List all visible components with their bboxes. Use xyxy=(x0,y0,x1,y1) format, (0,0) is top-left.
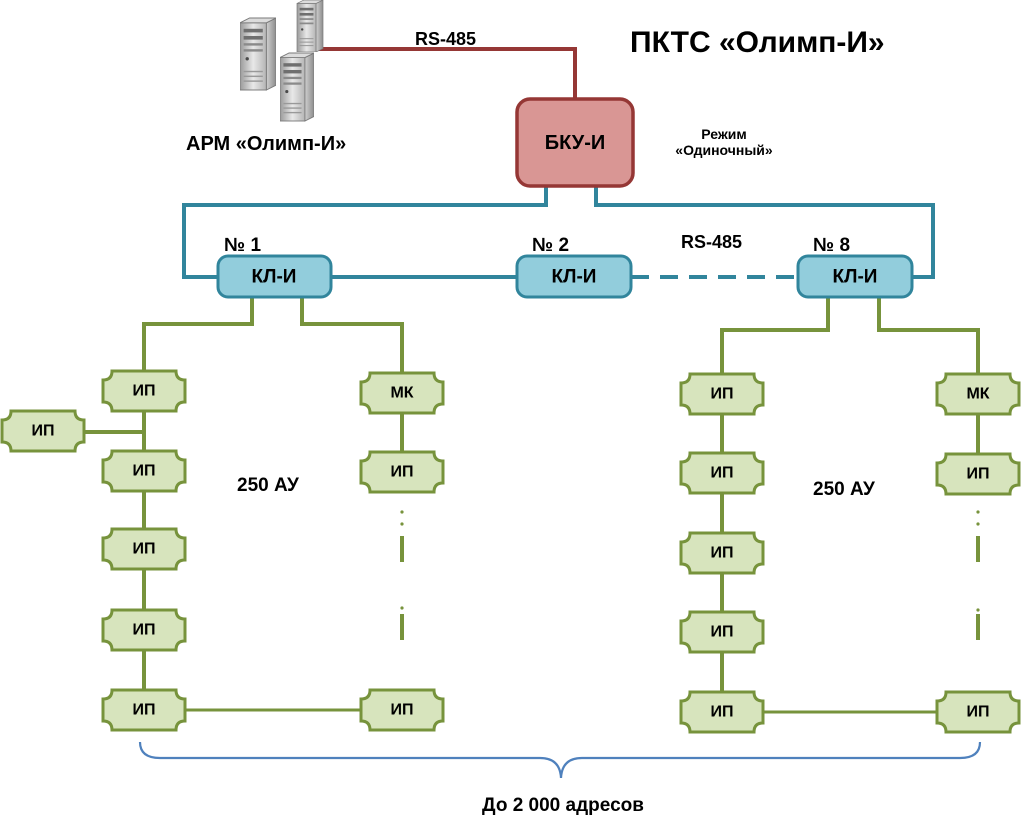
ip-label-8: ИП xyxy=(391,702,414,719)
left-ellipsis-dots xyxy=(400,510,404,633)
rs485-top-label: RS-485 xyxy=(415,29,476,49)
ip-label-2: ИП xyxy=(133,463,156,480)
ip-label-11: ИП xyxy=(711,545,734,562)
ip-label-12: ИП xyxy=(711,624,734,641)
ip-node-1 xyxy=(0,409,86,453)
ip-label-1: ИП xyxy=(32,423,55,440)
arm-workstation-icon xyxy=(240,0,324,122)
kl1-label: КЛ-И xyxy=(252,267,297,288)
ip-node-5 xyxy=(101,688,187,732)
ip-label-0: ИП xyxy=(133,383,156,400)
mk-label-14: МК xyxy=(966,386,989,403)
kl8-block xyxy=(796,254,914,299)
bku-left-link xyxy=(182,186,548,279)
right-ellipsis-dots xyxy=(976,510,980,635)
ip-node-0 xyxy=(101,369,187,413)
diagram-title: ПКТС «Олимп-И» xyxy=(630,26,885,59)
address-total: До 2 000 адресов xyxy=(482,795,644,816)
ip-label-15: ИП xyxy=(967,466,990,483)
kl2-label: КЛ-И xyxy=(552,267,597,288)
bku-block xyxy=(515,97,635,188)
kl8-number: № 8 xyxy=(813,235,850,256)
kl2-block xyxy=(515,254,633,299)
bku-right-link xyxy=(594,186,935,279)
ip-label-10: ИП xyxy=(711,465,734,482)
ip-node-9 xyxy=(679,372,765,416)
ip-node-8 xyxy=(359,688,445,732)
ip-node-13 xyxy=(679,690,765,734)
device-nodes: ИП ИП ИП ИП ИП ИП МК ИП ИП ИП ИП ИП ИП ИП МК ИП ИП xyxy=(0,369,1021,734)
arm-label: АРМ «Олимп-И» xyxy=(186,133,346,155)
ip-label-3: ИП xyxy=(133,541,156,558)
arm-bku-link xyxy=(314,47,577,99)
kl8-label: КЛ-И xyxy=(833,267,878,288)
kl1-block xyxy=(216,254,333,299)
ip-node-2 xyxy=(101,449,187,493)
kl1-number: № 1 xyxy=(224,235,261,256)
mk-node-14 xyxy=(935,372,1021,416)
mk-node-6 xyxy=(359,371,445,415)
address-brace xyxy=(138,741,982,779)
mode-label-line1: Режим xyxy=(701,126,746,142)
kl2-number: № 2 xyxy=(532,235,569,256)
ip-label-13: ИП xyxy=(711,704,734,721)
ip-node-12 xyxy=(679,610,765,654)
ip-node-16 xyxy=(935,690,1021,734)
mk-label-6: МК xyxy=(390,385,413,402)
right-au-count: 250 АУ xyxy=(813,479,875,500)
ip-node-3 xyxy=(101,527,187,571)
ip-label-5: ИП xyxy=(133,702,156,719)
ip-label-16: ИП xyxy=(967,704,990,721)
ip-label-4: ИП xyxy=(133,622,156,639)
ip-label-9: ИП xyxy=(711,386,734,403)
ip-node-7 xyxy=(359,450,445,494)
left-au-count: 250 АУ xyxy=(237,475,299,496)
left-branch-a-line xyxy=(142,298,254,712)
ip-node-10 xyxy=(679,451,765,495)
right-branch-b-line xyxy=(877,298,980,374)
mode-label-line2: «Одиночный» xyxy=(675,142,773,158)
ip-node-4 xyxy=(101,608,187,652)
left-branch-b-line xyxy=(300,298,404,374)
ip-node-11 xyxy=(679,531,765,575)
ip-node-15 xyxy=(935,452,1021,496)
ip-label-7: ИП xyxy=(391,464,414,481)
rs485-mid-label: RS-485 xyxy=(681,232,742,252)
bku-label: БКУ-И xyxy=(545,132,606,154)
right-branch-a-line xyxy=(720,298,830,712)
